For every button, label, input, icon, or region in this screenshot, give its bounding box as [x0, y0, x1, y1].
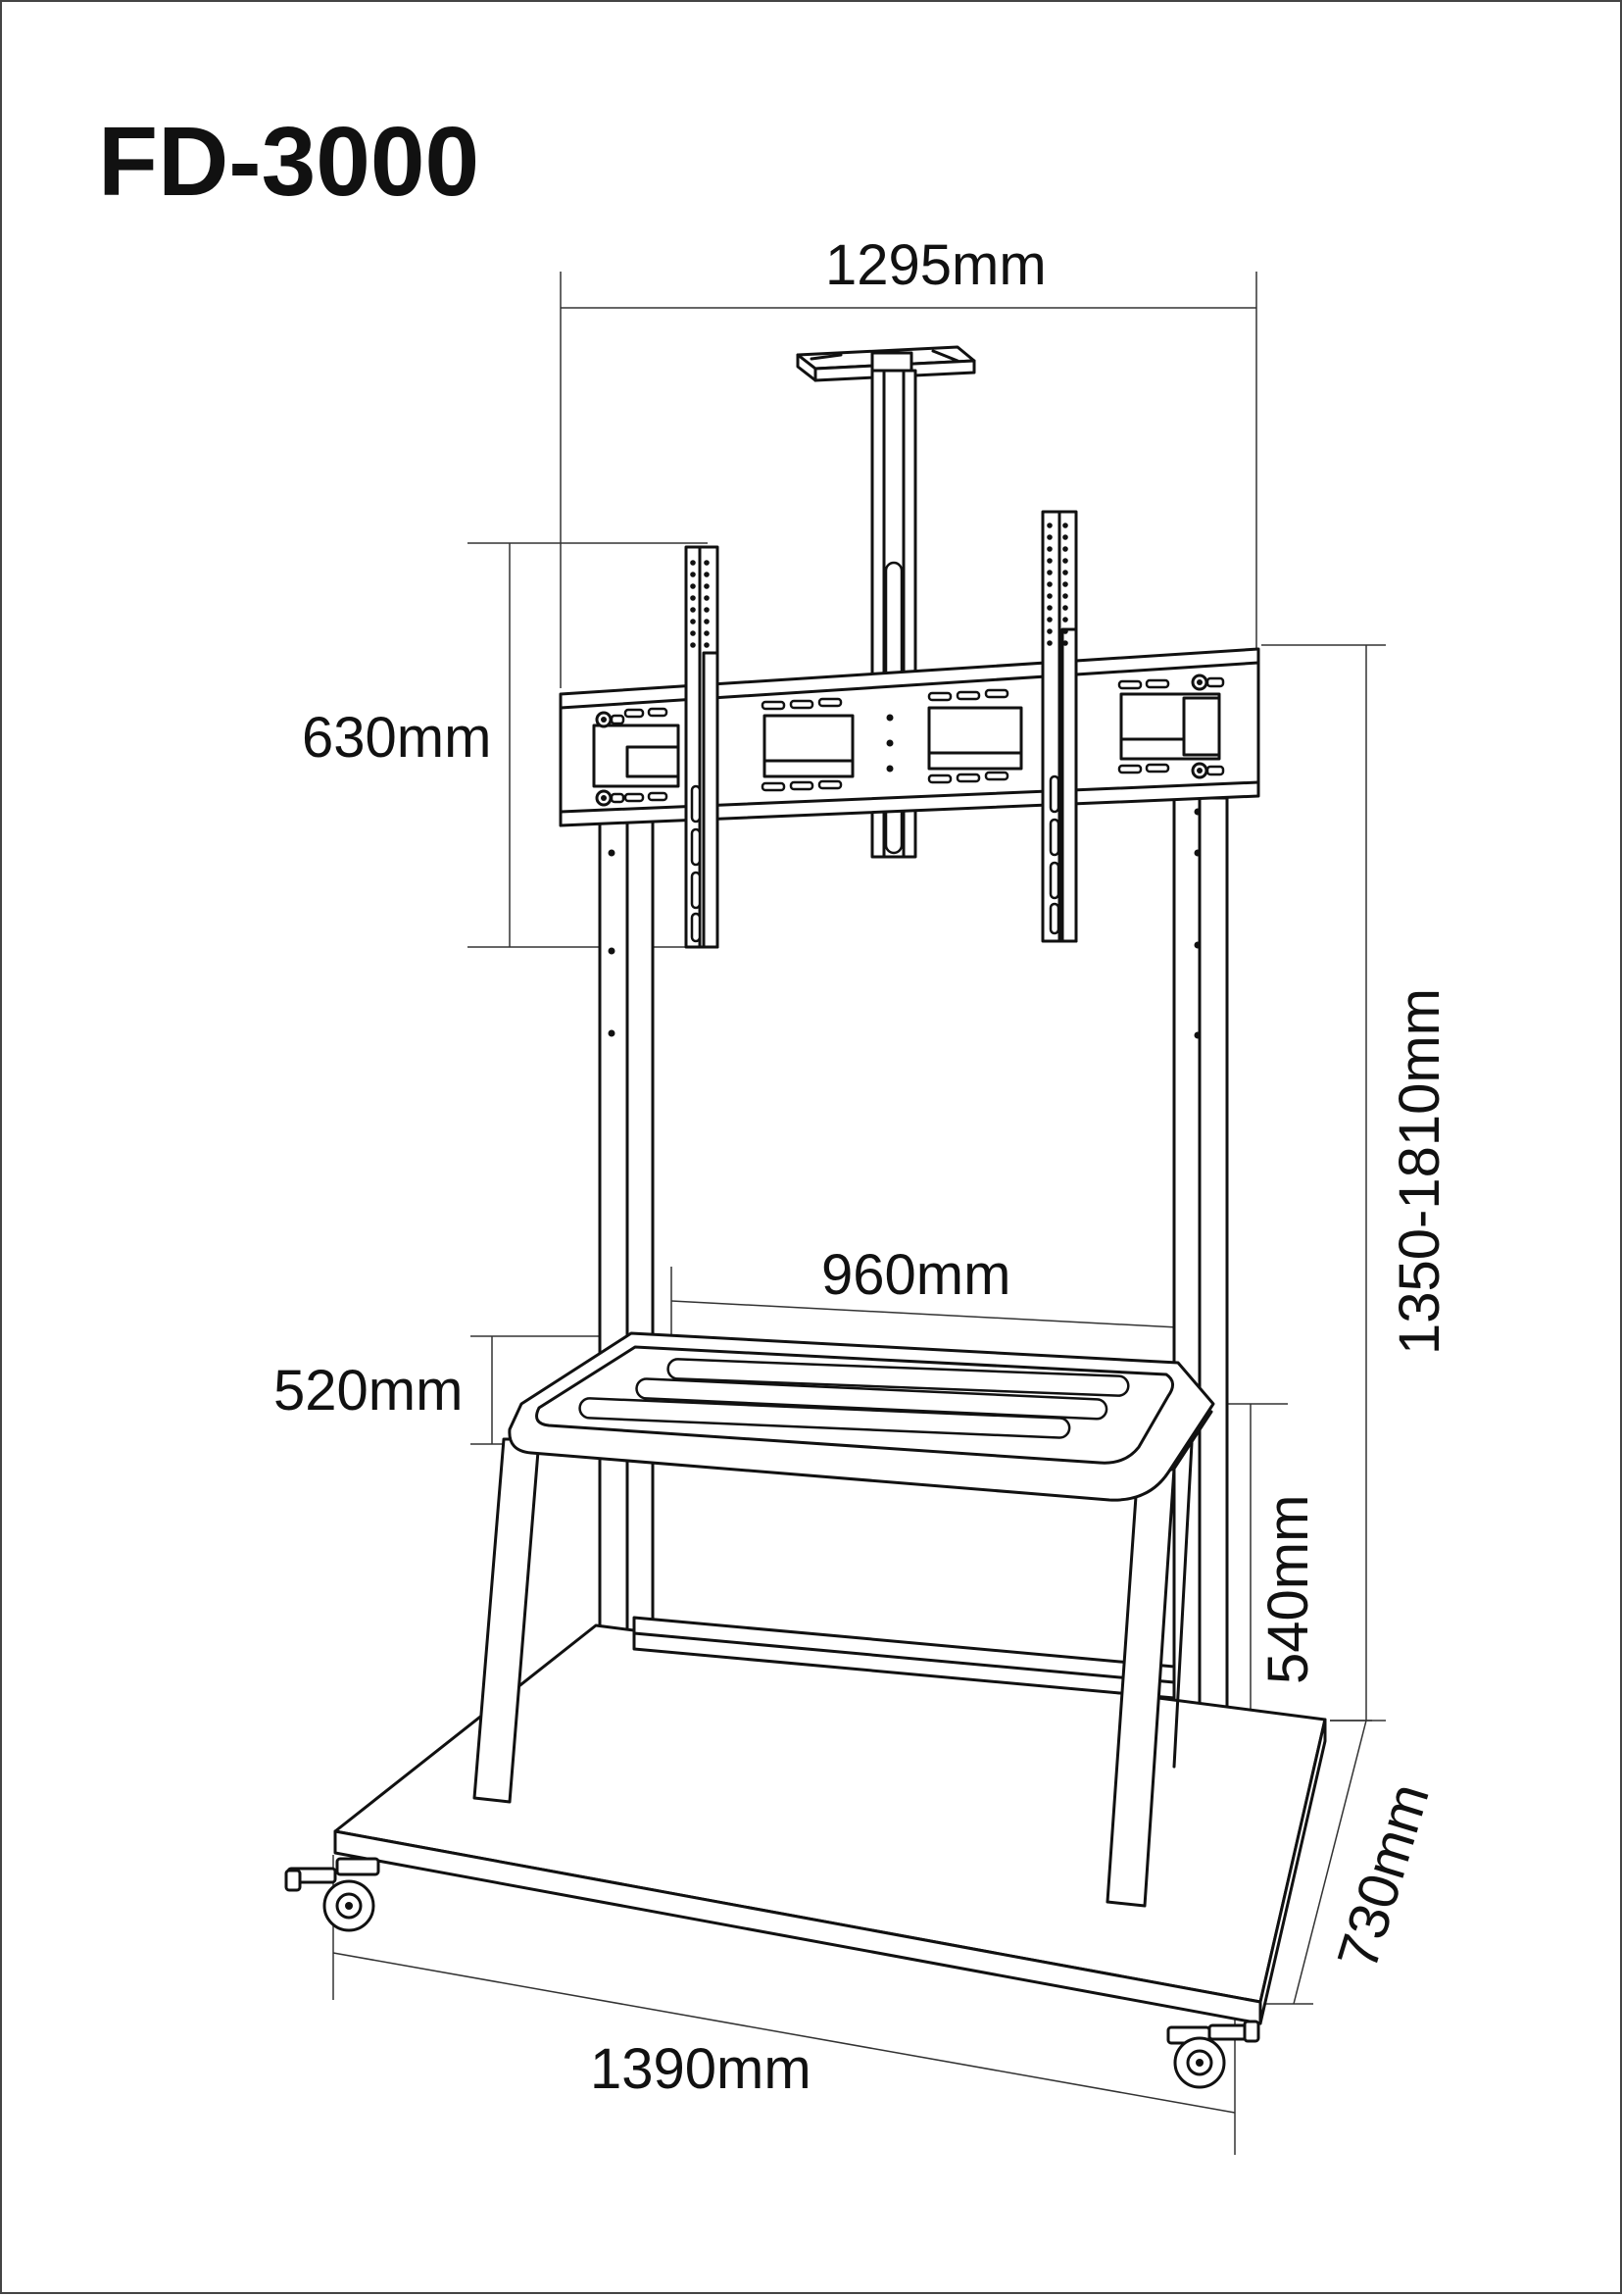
dim-label-630: 630mm: [302, 706, 491, 770]
dimension-shelf-height: 540mm: [1188, 1403, 1320, 1770]
right-vesa-arm: [1041, 510, 1078, 943]
dimension-height-range: 1350-1810mm: [1261, 644, 1451, 1722]
left-vesa-arm: [684, 545, 719, 949]
model-title: FD-3000: [98, 107, 479, 217]
dimension-shelf-depth: 520mm: [273, 1335, 602, 1445]
dim-label-520: 520mm: [273, 1359, 463, 1423]
dimension-bracket-height: 630mm: [302, 542, 708, 948]
dimension-base-width: 1390mm: [332, 1855, 1236, 2155]
dim-label-730: 730mm: [1325, 1776, 1442, 1976]
dimension-width-top: 1295mm: [560, 233, 1257, 688]
dim-label-1390: 1390mm: [590, 2037, 811, 2101]
mounting-plate: [559, 647, 1260, 827]
caster-right: [1166, 2020, 1260, 2089]
dimension-shelf-width: 960mm: [670, 1243, 1179, 1345]
dim-label-1350-1810: 1350-1810mm: [1388, 988, 1451, 1355]
right-upright: [1172, 796, 1229, 1771]
plate-slots: [623, 678, 1170, 803]
shelf-legs: [472, 1410, 1213, 1908]
dim-label-540: 540mm: [1256, 1495, 1320, 1684]
shelf-tray: [508, 1331, 1215, 1502]
base-platform: [333, 1623, 1327, 2025]
dim-label-1295: 1295mm: [825, 233, 1047, 297]
dim-label-960: 960mm: [821, 1243, 1010, 1307]
left-upright: [598, 809, 655, 1692]
caster-left: [284, 1857, 380, 1932]
lower-crossbar: [632, 1616, 1176, 1700]
plate-knobs: [595, 674, 1225, 807]
